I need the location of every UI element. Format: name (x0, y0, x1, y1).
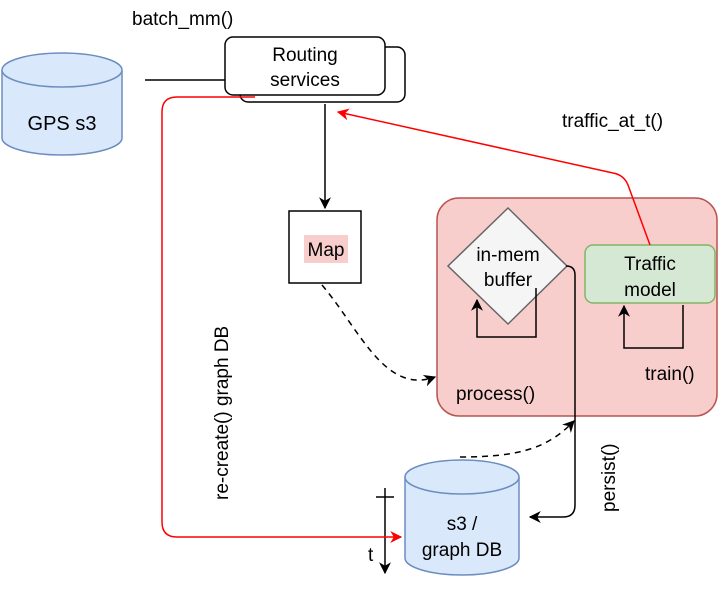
model-label-line2: model (624, 280, 676, 301)
buffer-self-loop-arrow (471, 288, 537, 338)
train-label: train() (645, 364, 695, 385)
graphdb-label-line1: s3 / (447, 514, 478, 535)
routing-services-node: Routing services (224, 36, 406, 103)
process-label: process() (456, 384, 535, 405)
graphdb-label-line2: graph DB (422, 540, 502, 561)
traffic-to-routing-red-arrow (336, 108, 651, 246)
buffer-label-line2: buffer (484, 270, 533, 291)
model-label-line1: Traffic (624, 254, 676, 275)
routing-label-line1: Routing (272, 45, 338, 66)
map-to-process-dashed-arrow (321, 284, 437, 387)
map-label: Map (308, 240, 345, 261)
time-axis-label: t (368, 545, 374, 566)
gps-s3-database: GPS s3 (1, 52, 123, 156)
recreate-label: re-create() graph DB (212, 326, 233, 500)
map-node: Map (288, 210, 362, 284)
traffic-at-t-label: traffic_at_t() (562, 111, 663, 132)
time-axis: t (368, 488, 394, 575)
in-mem-buffer-node: in-mem buffer (446, 206, 569, 326)
buffer-to-graphdb-persist-arrow (528, 265, 576, 523)
recreate-graphdb-red-arrow (161, 96, 403, 543)
routing-label-line2: services (270, 70, 340, 91)
graphdb-to-persist-dashed-arrow (459, 420, 575, 458)
graph-db-database: s3 / graph DB (404, 459, 520, 576)
traffic-model-node: Traffic model (584, 244, 716, 304)
train-self-loop-arrow (618, 304, 684, 349)
gps-s3-label: GPS s3 (28, 113, 97, 135)
buffer-label-line1: in-mem (476, 245, 539, 266)
batch-mm-label: batch_mm() (132, 9, 233, 30)
persist-label: persist() (599, 443, 620, 512)
